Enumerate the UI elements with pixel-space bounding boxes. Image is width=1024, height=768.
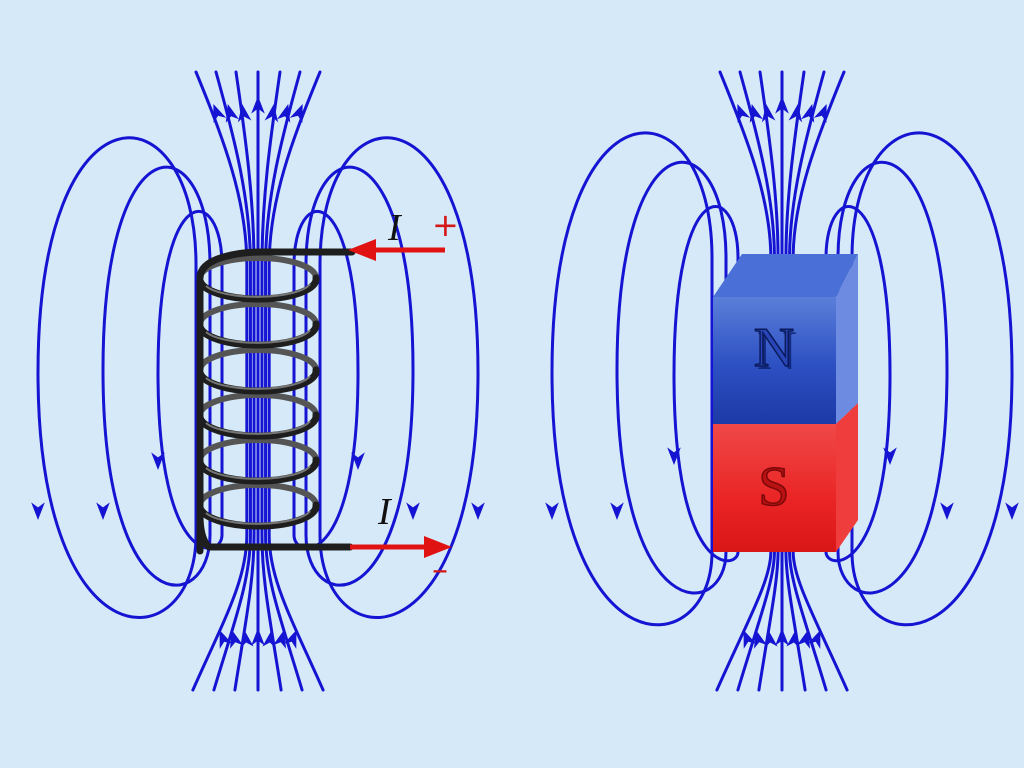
solenoid-open-arrow-bottom-5 xyxy=(272,630,287,649)
north-shadow-label: N xyxy=(757,320,797,382)
magnet-side-north xyxy=(836,254,858,424)
magnet-loop-arrow-1-left xyxy=(610,502,624,520)
coil-turn-back-1 xyxy=(197,301,319,325)
magnet-open-arrow-top-4 xyxy=(788,104,803,123)
coil-turn-back-2 xyxy=(197,347,319,371)
solenoid-loop-arrow-0-left xyxy=(31,502,45,520)
coil-leads xyxy=(206,248,356,551)
magnet-loop-arrow-2-right xyxy=(883,447,897,465)
magnet-loop-arrow-1-right xyxy=(940,502,954,520)
solenoid-loop-0-left xyxy=(36,136,198,619)
coil-top-connector xyxy=(196,248,266,282)
solenoid-open-arrow-bottom-6 xyxy=(283,630,297,649)
magnet-open-arrow-top-6 xyxy=(813,104,827,123)
current-in-arrow xyxy=(348,239,445,261)
solenoid-loop-arrow-2-left xyxy=(151,452,165,470)
magnet-loop-1-left xyxy=(615,160,728,595)
solenoid-open-arrow-top-5 xyxy=(277,104,291,123)
bar-magnet: N N S xyxy=(713,254,858,552)
magnet-open-arrow-bottom-4 xyxy=(786,630,800,649)
magnet-open-arrow-bottom-3 xyxy=(775,628,789,646)
magnet-loop-0-right xyxy=(850,131,1014,627)
solenoid-open-arrow-top-0 xyxy=(213,104,227,123)
solenoid-open-arrow-top-6 xyxy=(289,104,303,123)
coil-turn-front-4 xyxy=(196,456,320,510)
solenoid-open-arrow-bottom-1 xyxy=(229,630,244,649)
coil-turn-front-0 xyxy=(196,274,320,328)
coil-turn-highlight-4 xyxy=(205,465,311,480)
solenoid-loop-arrow-1-left xyxy=(96,502,110,520)
solenoid-field-lines xyxy=(31,70,485,692)
magnet-field-lines xyxy=(545,70,1019,692)
coil-turn-back-5 xyxy=(197,482,319,506)
solenoid-open-arrow-bottom-4 xyxy=(262,630,276,649)
magnet-open-arrow-bottom-6 xyxy=(807,630,821,649)
coil-turn-highlight-5 xyxy=(205,510,311,525)
magnet-north-pole xyxy=(713,297,836,424)
solenoid-open-line-4 xyxy=(260,70,283,692)
coil-turn-highlight-3 xyxy=(205,420,311,435)
magnet-open-arrow-top-1 xyxy=(749,104,763,123)
solenoid-loop-1-left xyxy=(101,165,212,587)
magnet-loop-0-left xyxy=(550,131,714,627)
magnet-open-arrow-bottom-5 xyxy=(796,630,811,649)
magnet-open-arrow-bottom-1 xyxy=(753,630,768,649)
magnet-open-arrow-bottom-0 xyxy=(743,630,757,649)
magnet-top-face xyxy=(713,254,858,297)
solenoid-open-line-2 xyxy=(233,70,256,692)
solenoid-open-line-1 xyxy=(212,70,252,692)
coil-turn-highlight-1 xyxy=(205,329,311,344)
solenoid-open-arrow-top-3 xyxy=(251,96,265,114)
magnet-loop-2-right xyxy=(824,205,892,563)
magnet-open-arrow-top-3 xyxy=(775,96,789,114)
magnet-south-pole xyxy=(713,424,836,552)
solenoid-loop-arrow-1-right xyxy=(406,502,420,520)
current-in-label: I xyxy=(387,207,403,249)
solenoid-loop-1-right xyxy=(304,165,415,587)
magnet-open-arrow-top-5 xyxy=(801,104,815,123)
bar-magnet-panel: N N S xyxy=(545,70,1019,692)
coil-turn-back-3 xyxy=(197,392,319,416)
current-out-arrow xyxy=(350,536,452,558)
magnet-loop-arrow-0-right xyxy=(1005,502,1019,520)
solenoid-open-line-5 xyxy=(264,70,304,692)
magnet-open-arrow-top-2 xyxy=(761,104,776,123)
solenoid-open-arrow-bottom-0 xyxy=(219,630,233,649)
solenoid-open-arrow-top-4 xyxy=(264,104,279,123)
magnet-loop-2-left xyxy=(672,205,740,563)
solenoid-panel: I + I – xyxy=(31,70,485,692)
south-pole-label: S xyxy=(758,456,789,518)
negative-terminal-sign: – xyxy=(432,550,448,588)
coil-turn-front-3 xyxy=(196,411,320,465)
solenoid-coil xyxy=(196,248,320,555)
positive-terminal-sign: + xyxy=(432,206,459,244)
current-out-label: I xyxy=(377,491,393,533)
coil-turn-back-4 xyxy=(197,437,319,461)
coil-turn-front-5 xyxy=(196,501,320,555)
solenoid-open-line-6 xyxy=(267,70,325,692)
solenoid-loop-arrow-0-right xyxy=(471,502,485,520)
coil-turn-highlight-0 xyxy=(205,283,311,298)
solenoid-loop-arrow-2-right xyxy=(351,452,365,470)
magnet-loop-1-right xyxy=(836,160,949,595)
north-pole-label: N xyxy=(754,317,794,379)
coil-turn-front-1 xyxy=(196,320,320,374)
magnet-loop-arrow-0-left xyxy=(545,502,559,520)
coil-turn-highlight-2 xyxy=(205,375,311,390)
solenoid-loop-0-right xyxy=(318,136,480,619)
solenoid-open-arrow-bottom-3 xyxy=(251,628,265,646)
magnet-loop-arrow-2-left xyxy=(667,447,681,465)
solenoid-open-arrow-top-2 xyxy=(237,104,252,123)
solenoid-open-arrow-top-1 xyxy=(225,104,239,123)
magnet-side-south xyxy=(836,403,858,552)
magnet-open-arrow-top-0 xyxy=(737,104,751,123)
magnet-open-arrow-bottom-2 xyxy=(764,630,778,649)
solenoid-open-arrow-bottom-2 xyxy=(240,630,254,649)
coil-turn-front-2 xyxy=(196,366,320,420)
solenoid-open-line-0 xyxy=(191,70,249,692)
